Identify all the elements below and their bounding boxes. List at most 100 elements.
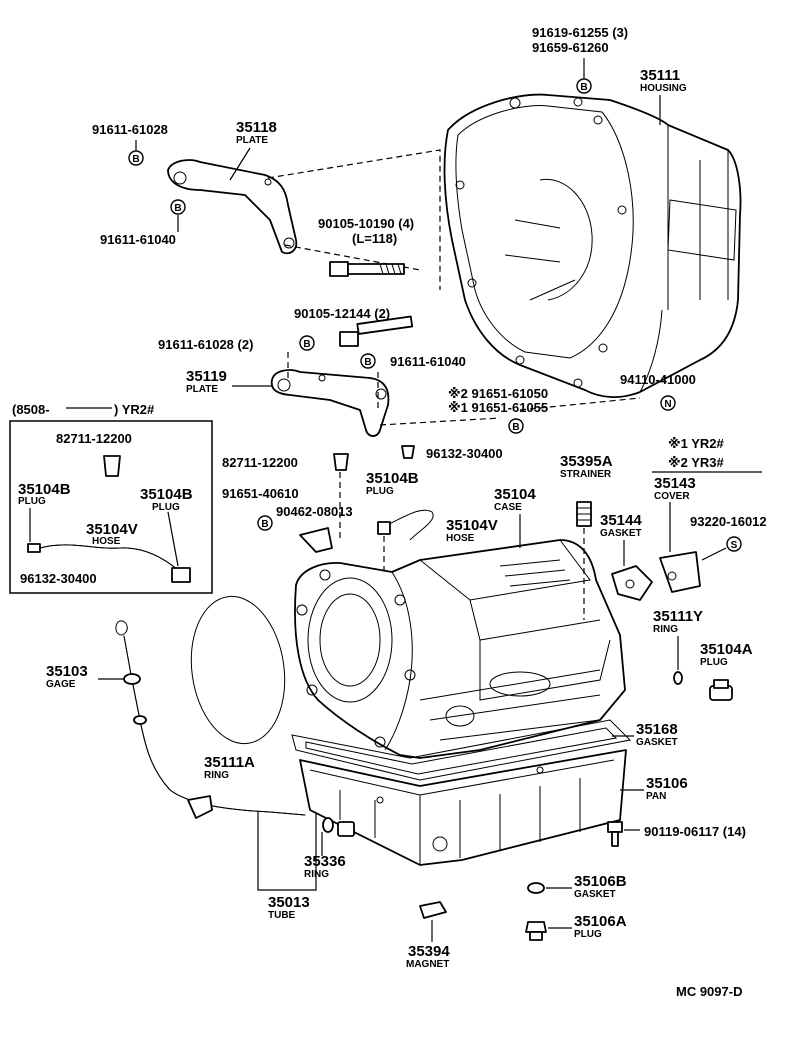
label-inset-hose-no: 35104V bbox=[86, 521, 138, 538]
gage-35103[interactable] bbox=[115, 620, 306, 816]
inset-plug-left-part[interactable] bbox=[27, 543, 41, 553]
ring-35336[interactable] bbox=[322, 817, 334, 833]
symbol-b-text: B bbox=[512, 422, 519, 433]
label-plate-lower-bolt-a: 91611-61028 (2) bbox=[158, 337, 253, 352]
ring-35111y[interactable] bbox=[673, 671, 683, 685]
strainer-35395a[interactable] bbox=[576, 501, 592, 527]
label-plug-name: PLUG bbox=[366, 486, 394, 497]
label-ring-y-name: RING bbox=[653, 624, 678, 635]
symbol-b-text: B bbox=[261, 519, 268, 530]
label-plate-upper-bolt-b: 91611-61040 bbox=[100, 232, 176, 247]
label-bolt-short: 90105-12144 (2) bbox=[294, 306, 390, 321]
bolt-90119[interactable] bbox=[607, 821, 623, 847]
label-stud: 94110-41000 bbox=[620, 372, 696, 387]
label-cover-no: 35143 bbox=[654, 475, 696, 492]
symbol-b-text: B bbox=[174, 203, 181, 214]
magnet-35394[interactable] bbox=[419, 901, 447, 919]
bolt-symbol-b[interactable] bbox=[128, 150, 144, 166]
label-bolt-var-2: ※1 91651-61055 bbox=[448, 400, 548, 415]
plug-35104a[interactable] bbox=[709, 679, 733, 701]
gasket-35144[interactable] bbox=[611, 565, 653, 601]
label-ring-y-no: 35111Y bbox=[653, 608, 703, 625]
plug-35106a[interactable] bbox=[525, 921, 547, 941]
bolt-symbol-b[interactable] bbox=[299, 335, 315, 351]
bolt-symbol-b[interactable] bbox=[257, 515, 273, 531]
ring-35111a[interactable] bbox=[182, 590, 294, 749]
label-inset-breather: 82711-12200 bbox=[56, 431, 132, 446]
tube-connector[interactable] bbox=[337, 821, 355, 837]
label-legend-1: ※1 YR2# bbox=[668, 436, 725, 451]
label-gasket-drain-no: 35106B bbox=[574, 873, 627, 890]
inset-plug-right-part[interactable] bbox=[171, 567, 191, 583]
cover-35143[interactable] bbox=[659, 551, 701, 593]
label-ring-a-name: RING bbox=[204, 770, 229, 781]
label-tube-no: 35013 bbox=[268, 894, 310, 911]
screw-symbol-s[interactable] bbox=[726, 536, 742, 552]
symbol-b-text: B bbox=[132, 154, 139, 165]
label-gasket-cover-no: 35144 bbox=[600, 512, 642, 529]
bolt-symbol-b[interactable] bbox=[576, 78, 592, 94]
label-cover-screw: 93220-16012 bbox=[690, 514, 767, 529]
label-bolt-long: 90105-10190 (4) bbox=[318, 216, 414, 231]
bolt-90105-10190[interactable] bbox=[329, 261, 405, 277]
label-plate-lower-no: 35119 bbox=[186, 368, 227, 385]
label-gasket-cover-name: GASKET bbox=[600, 528, 642, 539]
symbol-b-text: B bbox=[580, 82, 587, 93]
label-cover-name: COVER bbox=[654, 491, 690, 502]
plate-35119[interactable] bbox=[270, 369, 390, 437]
housing-35111[interactable] bbox=[443, 93, 742, 398]
stud-symbol-n[interactable] bbox=[660, 395, 676, 411]
bolt-symbol-b[interactable] bbox=[508, 418, 524, 434]
label-plug-no: 35104B bbox=[366, 470, 419, 487]
hose-plug[interactable] bbox=[377, 521, 391, 535]
label-inset-plug-left-name: PLUG bbox=[18, 496, 46, 507]
case-35104[interactable] bbox=[294, 539, 626, 759]
label-case-no: 35104 bbox=[494, 486, 536, 503]
label-housing-bolt-b: 91659-61260 bbox=[532, 40, 609, 55]
label-drain-plug-no: 35106A bbox=[574, 913, 627, 930]
label-plate-upper-name: PLATE bbox=[236, 135, 268, 146]
label-inset-header-left: (8508- bbox=[12, 402, 50, 417]
label-bracket-bolt: 91651-40610 bbox=[222, 486, 299, 501]
label-ring-a-no: 35111A bbox=[204, 754, 255, 771]
label-housing-no: 35111 bbox=[640, 67, 680, 84]
clip-96132[interactable] bbox=[401, 445, 415, 459]
label-tube-name: TUBE bbox=[268, 910, 296, 921]
breather-82711[interactable] bbox=[333, 453, 349, 471]
label-case-name: CASE bbox=[494, 502, 522, 513]
label-legend-2: ※2 YR3# bbox=[668, 455, 725, 470]
bolt-symbol-b[interactable] bbox=[170, 199, 186, 215]
gasket-35106b[interactable] bbox=[527, 882, 545, 894]
label-plate-upper-bolt-a: 91611-61028 bbox=[92, 122, 168, 137]
symbol-n-text: N bbox=[664, 399, 671, 410]
bracket-90462[interactable] bbox=[299, 527, 333, 553]
symbol-s-text: S bbox=[731, 540, 738, 551]
label-plate-lower-bolt-b: 91611-61040 bbox=[390, 354, 466, 369]
label-strainer-name: STRAINER bbox=[560, 469, 612, 480]
gage-bracket[interactable] bbox=[187, 795, 213, 819]
bolt-symbol-b[interactable] bbox=[360, 353, 376, 369]
label-plate-lower-name: PLATE bbox=[186, 384, 218, 395]
symbol-b-text: B bbox=[364, 357, 371, 368]
label-housing-name: HOUSING bbox=[640, 83, 687, 94]
diagram-code: MC 9097-D bbox=[676, 984, 742, 999]
bolt-90105-12144[interactable] bbox=[339, 315, 414, 347]
label-breather: 82711-12200 bbox=[222, 455, 298, 470]
label-housing-bolt-a: 91619-61255 (3) bbox=[532, 25, 628, 40]
label-gage-name: GAGE bbox=[46, 679, 76, 690]
label-plate-upper-no: 35118 bbox=[236, 119, 277, 136]
label-inset-plug-right-name: PLUG bbox=[152, 502, 180, 513]
label-ring-tube-name: RING bbox=[304, 869, 329, 880]
label-clip: 96132-30400 bbox=[426, 446, 503, 461]
inset-breather-part[interactable] bbox=[103, 455, 121, 477]
label-inset-plug-left-no: 35104B bbox=[18, 481, 71, 498]
gasket-35168[interactable] bbox=[291, 719, 632, 781]
label-hose-no: 35104V bbox=[446, 517, 498, 534]
label-gasket-pan-name: GASKET bbox=[636, 737, 678, 748]
pan-35106[interactable] bbox=[299, 749, 627, 866]
plate-35118[interactable] bbox=[167, 159, 298, 255]
label-gasket-drain-name: GASKET bbox=[574, 889, 616, 900]
label-magnet-no: 35394 bbox=[408, 943, 450, 960]
label-plug-a-no: 35104A bbox=[700, 641, 753, 658]
